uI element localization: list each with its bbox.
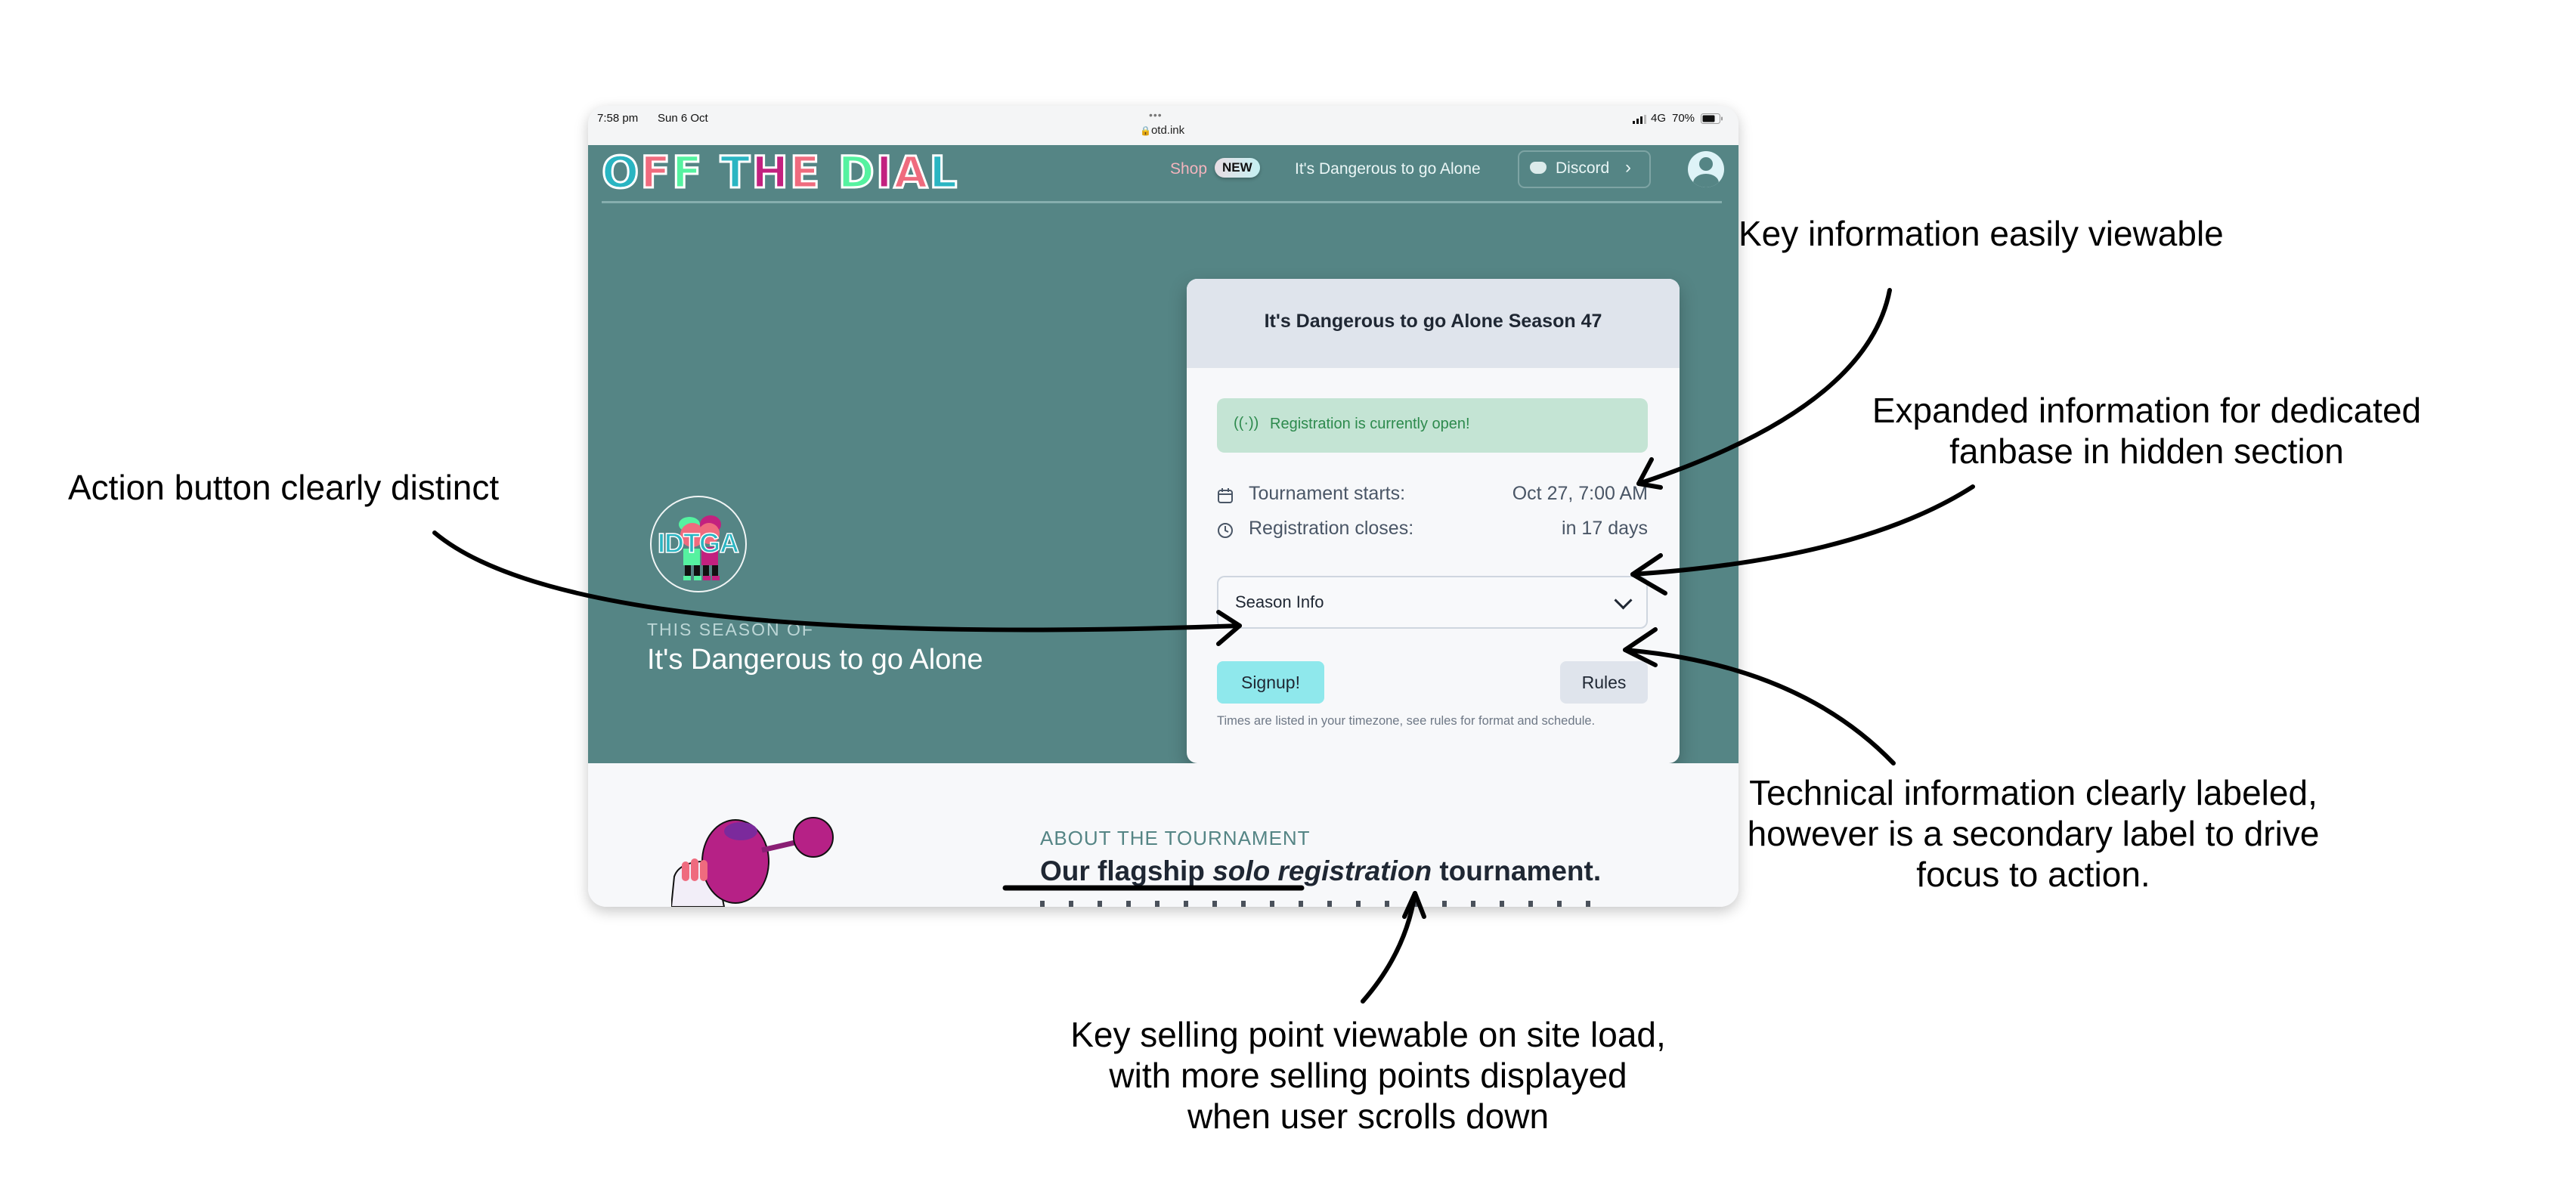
season-logo: IDTGA xyxy=(650,496,747,592)
logo-letter xyxy=(822,147,838,198)
hero-section: OFF THE DIAL Shop NEW It's Dangerous to … xyxy=(588,145,1738,763)
registration-status-text: Registration is currently open! xyxy=(1270,416,1470,432)
about-eyebrow: ABOUT THE TOURNAMENT xyxy=(1040,827,1311,849)
logo-letter: A xyxy=(893,146,930,200)
season-card: It's Dangerous to go Alone Season 47 ((·… xyxy=(1187,279,1680,763)
chevron-right-icon: › xyxy=(1625,157,1631,178)
annotation-action: Action button clearly distinct xyxy=(68,468,500,507)
header-divider xyxy=(602,201,1722,203)
logo-letter: F xyxy=(639,146,672,200)
hero-eyebrow: THIS SEASON OF xyxy=(647,620,814,639)
annotation-selling: Key selling point viewable on site load,… xyxy=(1058,1014,1678,1137)
arrow-selling xyxy=(1361,891,1417,1004)
new-badge: NEW xyxy=(1215,158,1260,178)
logo-letter: H xyxy=(751,146,790,200)
logo-letter: D xyxy=(837,146,876,200)
user-icon-head xyxy=(1699,157,1713,171)
mascot-illustration xyxy=(671,817,834,907)
status-date: Sun 6 Oct xyxy=(658,112,708,125)
user-icon-body xyxy=(1693,174,1719,187)
info-label: Registration closes: xyxy=(1249,518,1414,539)
card-title: It's Dangerous to go Alone Season 47 xyxy=(1264,311,1602,332)
logo-letter: I xyxy=(875,146,894,200)
annotation-selling-line: Key selling point viewable on site load, xyxy=(1070,1015,1666,1054)
tablet-screenshot: 7:58 pm Sun 6 Oct ••• 🔒otd.ink 4G 70% OF… xyxy=(588,106,1738,907)
rules-button[interactable]: Rules xyxy=(1560,661,1648,704)
logo-letter: F xyxy=(670,146,704,200)
dropdown-label: Season Info xyxy=(1235,592,1324,611)
info-value: in 17 days xyxy=(1562,518,1648,539)
user-avatar-button[interactable] xyxy=(1688,151,1724,187)
card-header: It's Dangerous to go Alone Season 47 xyxy=(1187,279,1680,368)
hero-title: It's Dangerous to go Alone xyxy=(647,644,983,676)
url-text: otd.ink xyxy=(1150,124,1185,137)
headline-emphasis: solo registration xyxy=(1212,855,1432,886)
signal-icon xyxy=(1633,114,1648,124)
chevron-down-icon xyxy=(1614,591,1633,610)
annotation-technical-line: however is a secondary label to drive xyxy=(1747,814,2320,853)
logo-letter: O xyxy=(600,146,641,200)
headline-part: tournament. xyxy=(1432,855,1602,886)
battery-percent: 70% xyxy=(1672,112,1695,125)
logo-letter: L xyxy=(928,146,959,200)
annotation-expanded-line: fanbase in hidden section xyxy=(1949,431,2344,471)
annotation-selling-line: when user scrolls down xyxy=(1187,1096,1550,1136)
annotation-technical-line: Technical information clearly labeled, xyxy=(1749,773,2317,812)
info-value: Oct 27, 7:00 AM xyxy=(1512,483,1648,504)
season-logo-text: IDTGA xyxy=(657,527,740,559)
info-label: Tournament starts: xyxy=(1249,483,1406,504)
clock-icon xyxy=(1218,523,1233,538)
signup-button[interactable]: Signup! xyxy=(1217,661,1324,704)
nav-series-link[interactable]: It's Dangerous to go Alone xyxy=(1295,160,1481,178)
about-section: ABOUT THE TOURNAMENT Our flagship solo r… xyxy=(588,763,1738,907)
annotation-expanded-line: Expanded information for dedicated xyxy=(1872,391,2422,430)
calendar-icon xyxy=(1218,488,1233,503)
url-bar[interactable]: 🔒otd.ink xyxy=(1140,124,1184,137)
timezone-note: Times are listed in your timezone, see r… xyxy=(1217,714,1596,728)
site-logo[interactable]: OFF THE DIAL xyxy=(600,146,959,200)
info-row-tournament-start: Tournament starts: Oct 27, 7:00 AM xyxy=(1217,483,1648,509)
discord-button[interactable]: Discord › xyxy=(1518,150,1651,188)
discord-icon xyxy=(1530,162,1547,174)
battery-icon xyxy=(1701,113,1723,124)
logo-letter xyxy=(704,147,720,198)
annotation-technical-line: focus to action. xyxy=(1916,855,2150,894)
annotation-selling-line: with more selling points displayed xyxy=(1109,1056,1627,1095)
lock-icon: 🔒 xyxy=(1140,125,1151,136)
status-bar: 7:58 pm Sun 6 Oct ••• 🔒otd.ink 4G 70% xyxy=(588,106,1738,145)
annotation-technical: Technical information clearly labeled, h… xyxy=(1738,772,2328,895)
status-time: 7:58 pm xyxy=(597,112,639,125)
registration-status-banner: ((·)) Registration is currently open! xyxy=(1217,398,1648,453)
headline-part: Our flagship xyxy=(1040,855,1213,886)
broadcast-icon: ((·)) xyxy=(1234,415,1259,431)
network-type: 4G xyxy=(1651,112,1667,125)
about-headline: Our flagship solo registration tournamen… xyxy=(1040,855,1601,887)
browser-menu-dots[interactable]: ••• xyxy=(1149,109,1163,121)
logo-letter: E xyxy=(788,146,822,200)
annotation-key-info: Key information easily viewable xyxy=(1738,214,2224,253)
nav-shop-link[interactable]: Shop xyxy=(1170,160,1208,178)
discord-label: Discord xyxy=(1556,159,1610,177)
cropped-paragraph-fragment xyxy=(1040,901,1615,907)
info-row-registration-close: Registration closes: in 17 days xyxy=(1217,518,1648,543)
season-info-dropdown[interactable]: Season Info xyxy=(1217,576,1648,629)
logo-letter: T xyxy=(719,146,752,200)
